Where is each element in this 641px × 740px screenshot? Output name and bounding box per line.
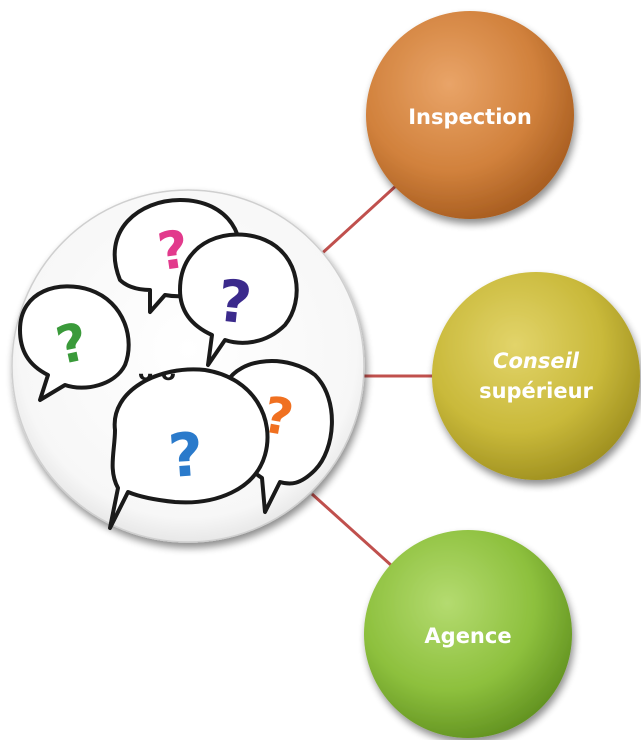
connector-agence [310, 492, 394, 568]
question-mark-purple: ? [214, 266, 255, 337]
connectors [310, 182, 434, 568]
node-inspection-label: Inspection [408, 105, 532, 129]
node-inspection [366, 11, 574, 219]
node-conseil-label-line2: supérieur [479, 379, 593, 403]
node-agence-label: Agence [424, 624, 511, 648]
node-agence [364, 530, 572, 738]
question-marks: ? ? ? ? ? [51, 219, 297, 492]
connector-inspection [316, 182, 400, 259]
hub-scribble: ᴗ ᴗ [138, 361, 176, 386]
hub-illustration [18, 198, 334, 530]
node-conseil-superieur [432, 272, 640, 480]
node-conseil-label-line1: Conseil [493, 349, 580, 373]
question-mark-blue: ? [166, 420, 206, 492]
